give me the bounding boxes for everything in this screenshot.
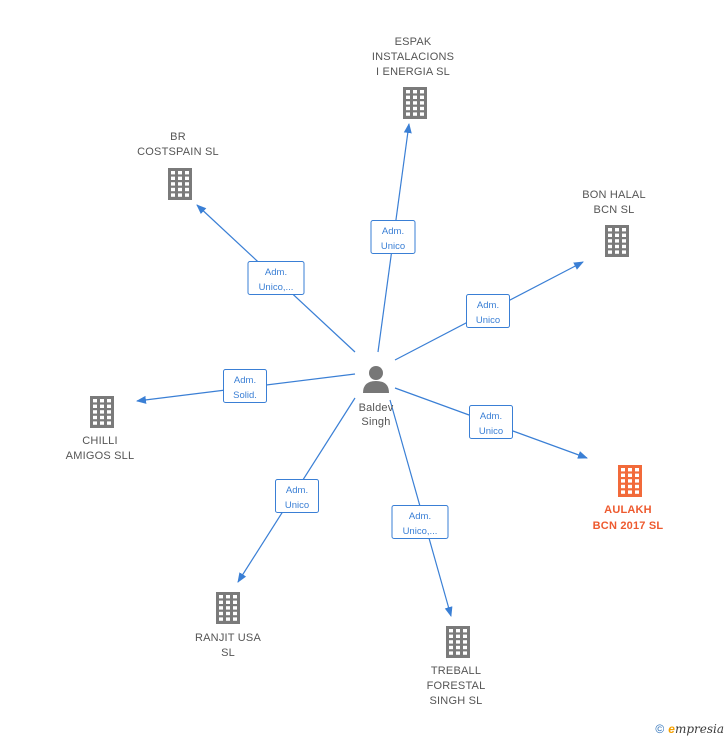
company-name-line: BCN SL <box>594 204 635 216</box>
company-node-chilli[interactable]: CHILLI AMIGOS SLL <box>66 396 135 462</box>
building-icon[interactable] <box>446 626 470 658</box>
company-name-line: AULAKH <box>604 504 652 516</box>
company-node-espak[interactable]: ESPAK INSTALACIONS I ENERGIA SL <box>372 36 454 119</box>
footer-brand: ©empresia <box>655 722 724 736</box>
role-label-text: Adm. <box>409 511 431 522</box>
company-name-line: ESPAK <box>395 36 432 48</box>
role-label-chilli[interactable]: Adm. Solid. <box>223 369 267 403</box>
building-icon[interactable] <box>168 168 192 200</box>
center-name-line: Baldev <box>359 402 394 414</box>
building-icon[interactable] <box>403 87 427 119</box>
person-icon[interactable] <box>363 366 389 393</box>
building-icon[interactable] <box>90 396 114 428</box>
company-name-line: FORESTAL <box>427 680 486 692</box>
role-label-text: Adm. <box>382 226 404 237</box>
company-node-bonhalal[interactable]: BON HALAL BCN SL <box>582 189 646 257</box>
building-icon[interactable] <box>605 225 629 257</box>
company-name-line: BR <box>170 131 186 143</box>
role-label-text: Adm. <box>477 300 499 311</box>
building-icon[interactable] <box>216 592 240 624</box>
role-label-ranjit[interactable]: Adm. Unico <box>275 479 319 513</box>
company-name-line: BCN 2017 SL <box>593 520 664 532</box>
role-label-text: Adm. <box>480 411 502 422</box>
company-name-line: BON HALAL <box>582 189 646 201</box>
role-label-text: Solid. <box>233 390 257 401</box>
copyright-symbol: © <box>655 722 665 736</box>
role-label-text: Unico,... <box>403 526 438 537</box>
role-label-bonhalal[interactable]: Adm. Unico <box>466 294 510 328</box>
company-node-aulakh[interactable]: AULAKH BCN 2017 SL <box>593 465 664 532</box>
role-label-text: Unico <box>381 241 405 252</box>
role-label-text: Adm. <box>234 375 256 386</box>
role-label-br[interactable]: Adm. Unico,... <box>247 261 305 295</box>
company-node-treball[interactable]: TREBALL FORESTAL SINGH SL <box>427 626 486 707</box>
role-label-text: Adm. <box>286 485 308 496</box>
role-label-text: Adm. <box>265 267 287 278</box>
building-icon[interactable] <box>618 465 642 497</box>
edges-layer <box>136 123 588 617</box>
company-name-line: SL <box>221 647 235 659</box>
brand-name: mpresia <box>674 722 724 736</box>
brand-initial: e <box>668 722 675 736</box>
role-label-text: Unico <box>285 500 309 511</box>
role-label-treball[interactable]: Adm. Unico,... <box>391 505 449 539</box>
company-name-line: SINGH SL <box>430 695 483 707</box>
company-name-line: CHILLI <box>82 435 117 447</box>
role-label-text: Unico,... <box>259 282 294 293</box>
center-name-line: Singh <box>361 416 390 428</box>
company-name-line: I ENERGIA SL <box>376 66 450 78</box>
role-label-text: Unico <box>479 426 503 437</box>
company-name-line: COSTSPAIN SL <box>137 146 219 158</box>
role-label-espak[interactable]: Adm. Unico <box>370 220 416 254</box>
company-node-ranjit[interactable]: RANJIT USA SL <box>195 592 261 659</box>
role-labels-layer: Adm.UnicoAdm.Unico,...Adm.UnicoAdm.Solid… <box>223 220 513 539</box>
role-label-aulakh[interactable]: Adm. Unico <box>469 405 513 439</box>
role-label-text: Unico <box>476 315 500 326</box>
company-name-line: AMIGOS SLL <box>66 450 135 462</box>
company-name-line: TREBALL <box>431 665 481 677</box>
company-name-line: INSTALACIONS <box>372 51 454 63</box>
company-node-br[interactable]: BR COSTSPAIN SL <box>137 131 219 200</box>
company-name-line: RANJIT USA <box>195 632 261 644</box>
